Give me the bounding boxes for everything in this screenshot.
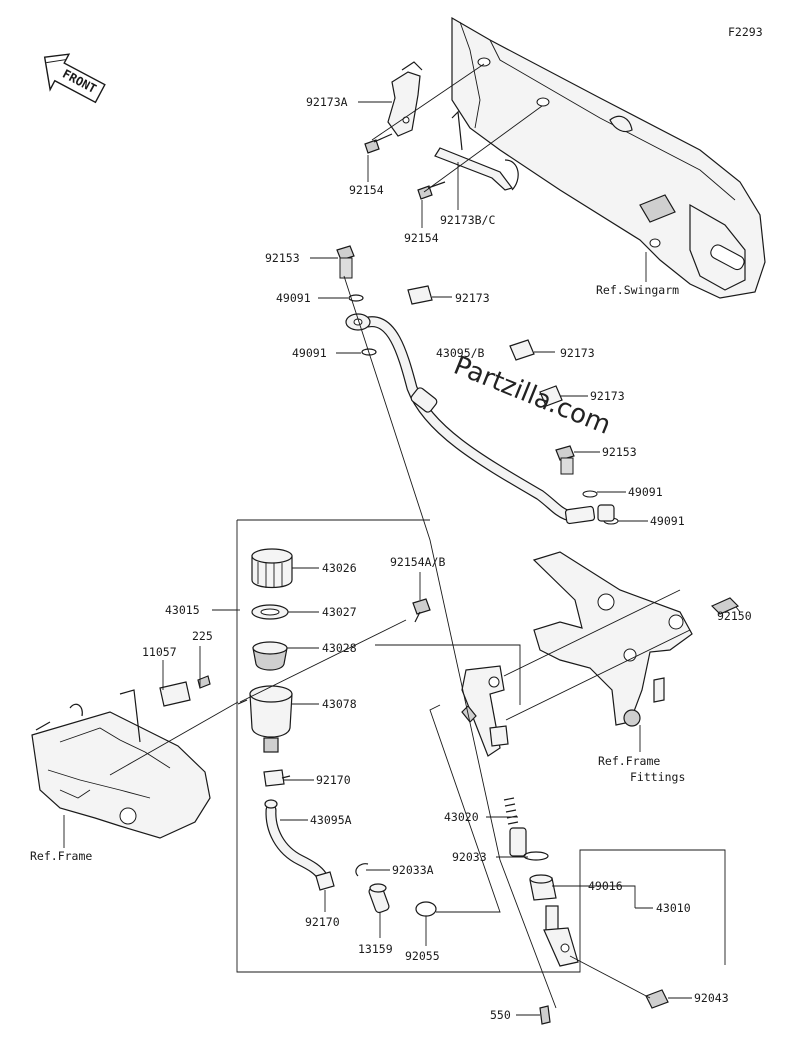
callout-92033: 92033 bbox=[452, 850, 487, 864]
hose-43095a bbox=[264, 799, 328, 882]
ref-frame: Ref.Frame bbox=[30, 849, 92, 863]
callout-92043: 92043 bbox=[694, 991, 729, 1005]
o-ring-92055 bbox=[415, 901, 437, 917]
clamp-92173-c bbox=[539, 385, 563, 407]
callout-43026: 43026 bbox=[322, 561, 357, 575]
callout-92154ab: 92154A/B bbox=[390, 555, 445, 569]
reservoir-cap-43026 bbox=[251, 548, 293, 589]
callout-43028: 43028 bbox=[322, 641, 357, 655]
bolt-92043 bbox=[645, 989, 669, 1009]
bracket-11057 bbox=[159, 681, 191, 707]
banjo-bolt-upper bbox=[336, 245, 355, 279]
callout-43078: 43078 bbox=[322, 697, 357, 711]
callout-49091-c: 49091 bbox=[628, 485, 663, 499]
callout-11057: 11057 bbox=[142, 645, 177, 659]
frame-section bbox=[31, 689, 211, 839]
callout-92173-a: 92173 bbox=[455, 291, 490, 305]
boot-49016 bbox=[529, 874, 557, 901]
callout-92154-a: 92154 bbox=[349, 183, 384, 197]
callout-43020: 43020 bbox=[444, 810, 479, 824]
callout-13159: 13159 bbox=[358, 942, 393, 956]
washer-49091-c bbox=[582, 490, 598, 498]
bracket-92173bc bbox=[434, 110, 519, 191]
clamp-92170-b bbox=[315, 871, 335, 891]
callout-225: 225 bbox=[192, 629, 213, 643]
swingarm bbox=[451, 16, 766, 299]
connector-13159 bbox=[368, 883, 390, 914]
circlip-92033a bbox=[355, 863, 369, 877]
ref-swingarm: Ref.Swingarm bbox=[596, 283, 679, 297]
callout-92170-a: 92170 bbox=[316, 773, 351, 787]
callout-92173a: 92173A bbox=[306, 95, 348, 109]
washer-49091-a bbox=[348, 294, 364, 302]
pin-550 bbox=[539, 1005, 551, 1025]
callout-43095a: 43095A bbox=[310, 813, 352, 827]
clamp-92173-a bbox=[407, 285, 433, 305]
callout-49091-b: 49091 bbox=[292, 346, 327, 360]
bolt-92154ab bbox=[412, 598, 431, 623]
diaphragm-43028 bbox=[252, 641, 288, 671]
leader-lines bbox=[63, 63, 741, 1016]
callout-43015: 43015 bbox=[165, 603, 200, 617]
callout-92150: 92150 bbox=[717, 609, 752, 623]
callout-550: 550 bbox=[490, 1008, 511, 1022]
callout-49091-a: 49091 bbox=[276, 291, 311, 305]
callout-43027: 43027 bbox=[322, 605, 357, 619]
callout-92033a: 92033A bbox=[392, 863, 434, 877]
callout-92173-b: 92173 bbox=[560, 346, 595, 360]
banjo-fitting-lower bbox=[597, 504, 615, 522]
piston-spring-43020 bbox=[503, 797, 527, 857]
frame-fittings bbox=[532, 551, 693, 727]
brake-hose-upper bbox=[345, 313, 596, 525]
ref-frame-fittings-1: Ref.Frame bbox=[598, 754, 660, 768]
bracket-92173a bbox=[387, 61, 423, 137]
callout-92055: 92055 bbox=[405, 949, 440, 963]
diagram-code: F2293 bbox=[728, 25, 763, 39]
bolt-92150 bbox=[710, 597, 740, 615]
clamp-92170-a bbox=[263, 769, 291, 787]
bolt-92154-mid bbox=[417, 181, 446, 200]
front-arrow-icon: FRONT bbox=[43, 53, 106, 104]
callout-49091-d: 49091 bbox=[650, 514, 685, 528]
callout-92170-b: 92170 bbox=[305, 915, 340, 929]
diaphragm-plate-43027 bbox=[251, 604, 289, 620]
callout-92173bc: 92173B/C bbox=[440, 213, 495, 227]
bolt-225 bbox=[197, 675, 211, 689]
circlip-92033 bbox=[523, 851, 549, 861]
callout-92154-b: 92154 bbox=[404, 231, 439, 245]
ref-frame-fittings-2: Fittings bbox=[630, 770, 685, 784]
callout-49016: 49016 bbox=[588, 879, 623, 893]
callout-92153-b: 92153 bbox=[602, 445, 637, 459]
reservoir-43078 bbox=[237, 685, 293, 753]
clamp-92173-b bbox=[509, 339, 535, 361]
push-rod-43010 bbox=[543, 905, 579, 967]
bolt-92154-top bbox=[364, 133, 393, 154]
callout-43010: 43010 bbox=[656, 901, 691, 915]
master-cylinder bbox=[461, 665, 509, 757]
callout-43095b: 43095/B bbox=[436, 346, 485, 360]
callout-92173-c: 92173 bbox=[590, 389, 625, 403]
callout-92153-a: 92153 bbox=[265, 251, 300, 265]
banjo-bolt-lower bbox=[555, 445, 575, 475]
